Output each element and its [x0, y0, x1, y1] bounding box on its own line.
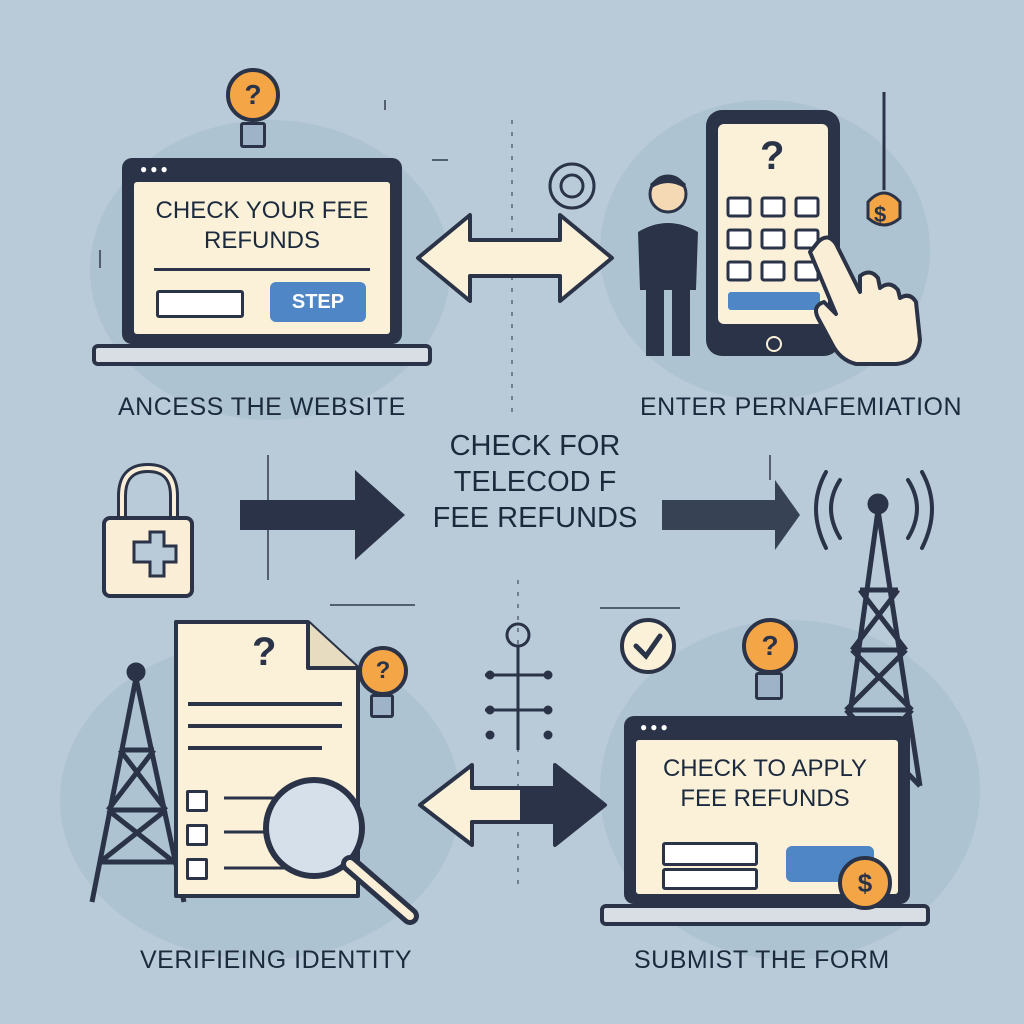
window-dots: ●●● [140, 162, 171, 176]
laptop-base [92, 344, 432, 366]
input-field[interactable] [662, 868, 758, 890]
lightbulb-icon: ? [358, 646, 408, 696]
signal-waves-icon [814, 470, 934, 550]
phone-glyph: ? [760, 134, 785, 178]
caption-enter-info: ENTER PERNAFEMIATION [640, 393, 963, 421]
checkbox[interactable] [186, 824, 208, 846]
caption-submit-form: SUBMIST THE FORM [634, 946, 890, 974]
window-dots: ●●● [640, 720, 671, 734]
lightbulb-icon: ? [226, 68, 280, 122]
network-node [485, 622, 553, 750]
phone-keypad [726, 196, 820, 282]
caption-access-website: ANCESS THE WEBSITE [118, 393, 406, 421]
pointing-hand-icon [808, 235, 922, 366]
center-title: CHECK FOR TELECOD F FEE REFUNDS [420, 428, 650, 536]
dollar-sign: $ [874, 202, 887, 227]
lightbulb-base [370, 694, 394, 718]
arrow-middle-right [662, 480, 800, 550]
center-title-line2: TELECOD F [453, 466, 617, 498]
input-field[interactable] [156, 290, 244, 318]
dollar-tag-icon [866, 92, 902, 227]
laptop-base [600, 904, 930, 926]
divider [154, 268, 370, 271]
step-button[interactable]: STEP [270, 282, 366, 322]
magnifier-icon [263, 777, 419, 925]
lightbulb-icon: ? [742, 618, 798, 674]
checkbox[interactable] [186, 790, 208, 812]
lightbulb-base [755, 672, 783, 700]
checkbox[interactable] [186, 858, 208, 880]
dollar-coin-icon: $ [838, 856, 892, 910]
laptop-website: ●●● CHECK YOUR FEE REFUNDS STEP [92, 158, 432, 370]
center-title-line1: CHECK FOR [449, 430, 621, 462]
screen-title: CHECK YOUR FEE REFUNDS [155, 197, 369, 254]
arrow-middle-left [240, 470, 405, 560]
double-arrow-top [416, 213, 614, 303]
caption-verify-identity: VERIFIEING IDENTITY [140, 946, 413, 974]
screen-title: CHECK TO APPLY FEE REFUNDS [662, 755, 868, 812]
phone-home-button [766, 336, 782, 352]
center-title-line3: FEE REFUNDS [432, 502, 638, 534]
input-field[interactable] [662, 842, 758, 866]
padlock-icon [102, 462, 194, 598]
document-glyph: ? [252, 630, 277, 674]
phone-input-bar[interactable] [728, 292, 820, 310]
person-icon [638, 174, 698, 356]
double-arrow-bottom [418, 763, 607, 847]
checkmark-badge-icon [620, 618, 676, 674]
lightbulb-base [240, 122, 266, 148]
cell-tower-icon [89, 662, 187, 903]
phone-screen [718, 124, 828, 324]
target-icon [548, 162, 596, 210]
